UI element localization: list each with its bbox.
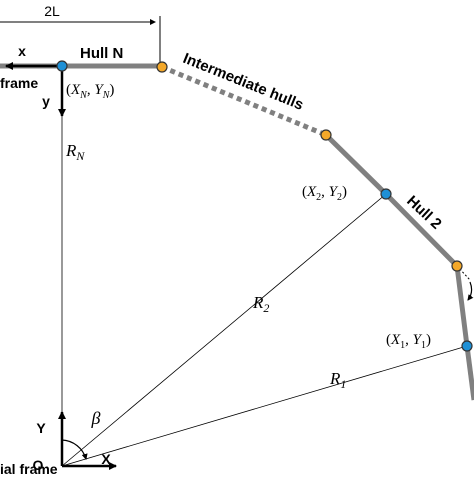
- dimension-label: 2L: [44, 3, 60, 19]
- hull-2-label: Hull 2: [403, 192, 444, 232]
- global-x-label: X: [101, 451, 111, 467]
- node-1-blue: [461, 340, 473, 352]
- point-2-label: (X2, Y2): [302, 184, 347, 203]
- hull-2: [384, 192, 459, 268]
- radius-label-1: R1: [329, 369, 346, 391]
- node-n-end-orange: [156, 61, 168, 73]
- point-1-label: (X1, Y1): [386, 332, 431, 351]
- beta-label: β: [91, 408, 101, 428]
- radius-line-1: [61, 345, 468, 467]
- radius-line-2: [61, 193, 387, 467]
- node-2-end-orange: [451, 260, 463, 272]
- radius-label-n: RN: [65, 141, 85, 163]
- node-intermediate-orange: [320, 129, 332, 141]
- joint-angle-arrow: [467, 281, 474, 301]
- beta-arc: [61, 439, 88, 460]
- node-n-blue: [56, 60, 68, 72]
- local-y-label: y: [42, 93, 50, 109]
- inertial-frame-label: ial frame: [0, 461, 58, 474]
- hull-1-upper: [454, 265, 470, 347]
- hull-1-lower: [464, 345, 474, 401]
- hull-n-label: Hull N: [80, 45, 123, 62]
- local-frame-label: frame: [0, 75, 38, 91]
- local-x-label: x: [18, 43, 26, 59]
- joint-reference-line: [456, 265, 471, 281]
- radius-label-2: R2: [252, 293, 269, 315]
- origin-label: O: [33, 457, 44, 473]
- global-y-label: Y: [36, 420, 46, 436]
- hull-segment-a: [324, 133, 388, 196]
- node-2-blue: [380, 188, 392, 200]
- point-n-label: (XN, YN): [66, 82, 114, 101]
- intermediate-hulls-dashed: [161, 64, 327, 138]
